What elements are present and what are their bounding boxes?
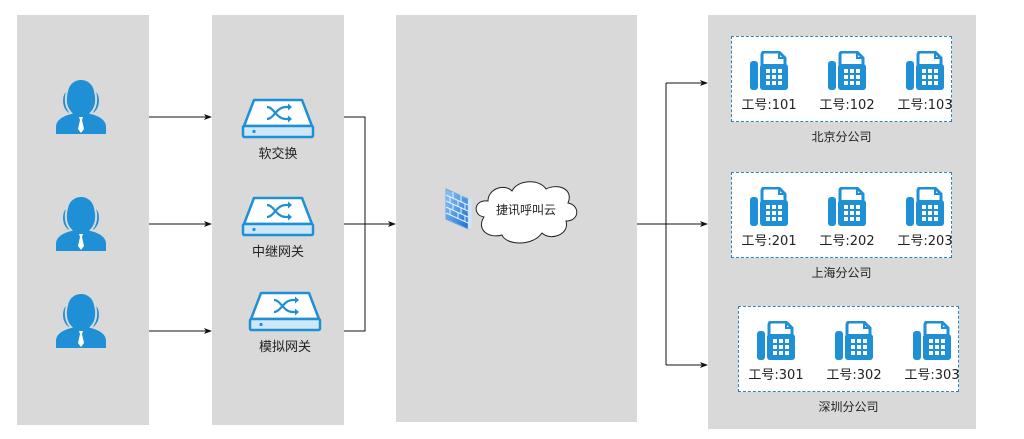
phone-extension: 工号:203 <box>890 187 960 249</box>
fax-phone-icon <box>741 321 811 361</box>
fax-phone-icon <box>890 187 960 227</box>
gateway-node: 中继网关 <box>240 194 316 262</box>
phone-extension: 工号:103 <box>890 51 960 113</box>
user-group-icon <box>49 194 113 254</box>
phone-extension: 工号:302 <box>819 321 889 383</box>
extension-label: 工号:203 <box>897 234 953 249</box>
fax-phone-icon <box>897 321 967 361</box>
extension-label: 工号:303 <box>904 368 960 383</box>
extension-label: 工号:302 <box>826 368 882 383</box>
fax-phone-icon <box>812 51 882 91</box>
phone-extension: 工号:101 <box>734 51 804 113</box>
branch-name: 深圳分公司 <box>818 400 879 414</box>
user-group-icon <box>49 77 113 137</box>
switch-icon <box>240 96 316 140</box>
phone-extension: 工号:102 <box>812 51 882 113</box>
extension-label: 工号:101 <box>741 98 797 113</box>
switch-icon <box>240 194 316 238</box>
fax-phone-icon <box>819 321 889 361</box>
firewall-icon <box>445 188 472 230</box>
extension-label: 工号:102 <box>819 98 875 113</box>
gateway-node: 软交换 <box>240 96 316 164</box>
fax-phone-icon <box>890 51 960 91</box>
phone-extension: 工号:303 <box>897 321 967 383</box>
branch-group: 工号:101 工号:102 工号:103 <box>731 36 953 122</box>
gateway-label: 模拟网关 <box>258 340 311 355</box>
fax-phone-icon <box>812 187 882 227</box>
branch-group: 工号:301 工号:302 工号:303 <box>738 306 960 392</box>
switch-icon <box>247 289 323 333</box>
gateway-label: 中继网关 <box>251 245 304 260</box>
branch-name: 上海分公司 <box>811 266 872 280</box>
extension-label: 工号:201 <box>741 234 797 249</box>
cloud-label: 捷讯呼叫云 <box>495 203 556 217</box>
phone-extension: 工号:301 <box>741 321 811 383</box>
branch-group: 工号:201 工号:202 工号:203 <box>731 172 953 258</box>
phone-extension: 工号:202 <box>812 187 882 249</box>
fax-phone-icon <box>734 187 804 227</box>
branch-name: 北京分公司 <box>811 130 872 144</box>
extension-label: 工号:103 <box>897 98 953 113</box>
user-group-icon <box>49 291 113 351</box>
gateway-label: 软交换 <box>258 147 298 162</box>
cloud-shape <box>475 181 578 244</box>
extension-label: 工号:301 <box>748 368 804 383</box>
line-softswitch-bus <box>344 116 366 332</box>
gateway-node: 模拟网关 <box>247 289 323 357</box>
fax-phone-icon <box>734 51 804 91</box>
extension-label: 工号:202 <box>819 234 875 249</box>
phone-extension: 工号:201 <box>734 187 804 249</box>
